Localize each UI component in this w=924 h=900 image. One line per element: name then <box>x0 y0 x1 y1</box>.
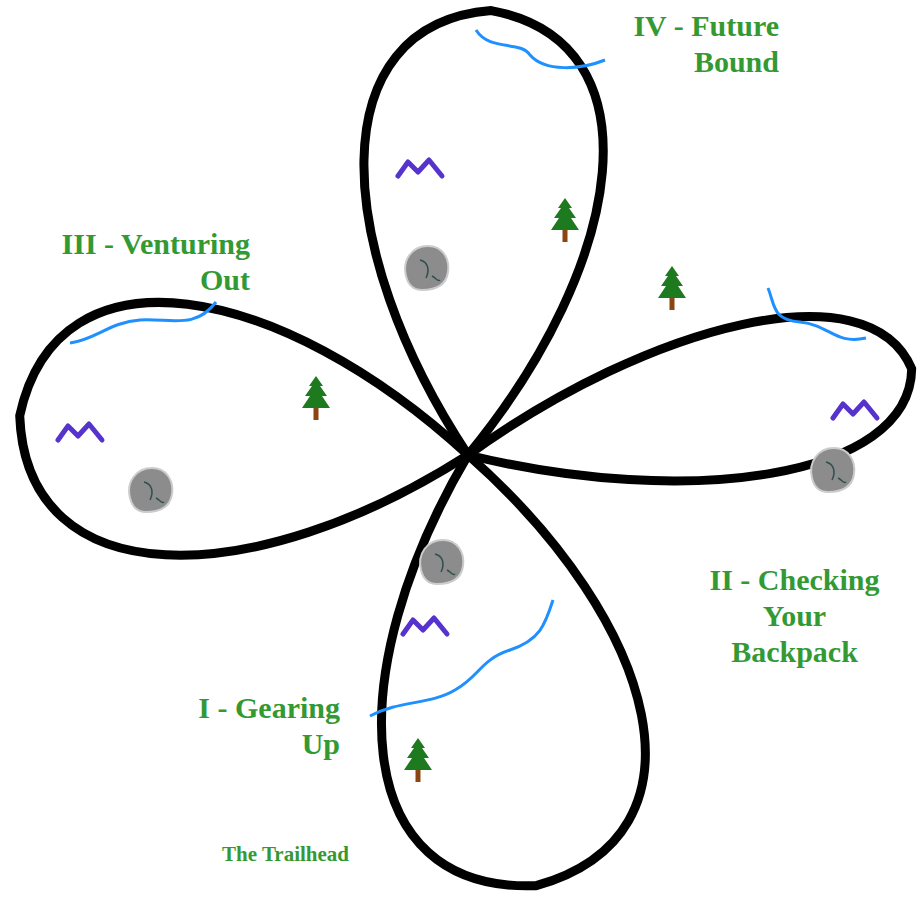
mountain-symbol <box>58 424 102 440</box>
tree-crown <box>658 266 686 298</box>
tree-symbol <box>658 266 686 310</box>
tree-symbol <box>551 198 579 242</box>
trail-loop <box>454 294 924 529</box>
trail-loop <box>339 435 666 900</box>
river <box>476 30 605 68</box>
tree-symbol <box>302 376 330 420</box>
boulders <box>129 246 854 584</box>
boulder-symbol <box>129 468 172 512</box>
rivers <box>70 30 866 716</box>
trail-loop <box>9 290 479 580</box>
boulder-crack <box>420 260 440 281</box>
section-label: II - Checking Your Backpack <box>702 562 887 670</box>
tree-crown <box>302 376 330 408</box>
boulder-body <box>811 448 854 492</box>
river <box>370 600 553 716</box>
river <box>70 302 216 343</box>
tree-symbol <box>404 738 432 782</box>
mountain-symbol <box>833 402 877 418</box>
boulder-crack <box>435 554 455 575</box>
tree-crown <box>404 738 432 770</box>
boulder-symbol <box>420 540 463 584</box>
river <box>768 288 866 339</box>
start-label: The Trailhead <box>222 842 422 867</box>
section-label: IV - Future Bound <box>604 8 779 80</box>
boulder-crack <box>144 482 164 503</box>
boulder-body <box>129 468 172 512</box>
mountain-symbol <box>398 160 442 176</box>
tree-crown <box>551 198 579 230</box>
section-label: I - Gearing Up <box>180 690 340 762</box>
boulder-body <box>405 246 448 290</box>
section-label: III - Venturing Out <box>35 226 250 298</box>
trees <box>302 198 686 782</box>
boulder-body <box>420 540 463 584</box>
boulder-symbol <box>405 246 448 290</box>
mountain-symbol <box>403 618 447 634</box>
boulder-symbol <box>811 448 854 492</box>
boulder-crack <box>826 462 846 483</box>
trail-loops <box>9 4 924 900</box>
